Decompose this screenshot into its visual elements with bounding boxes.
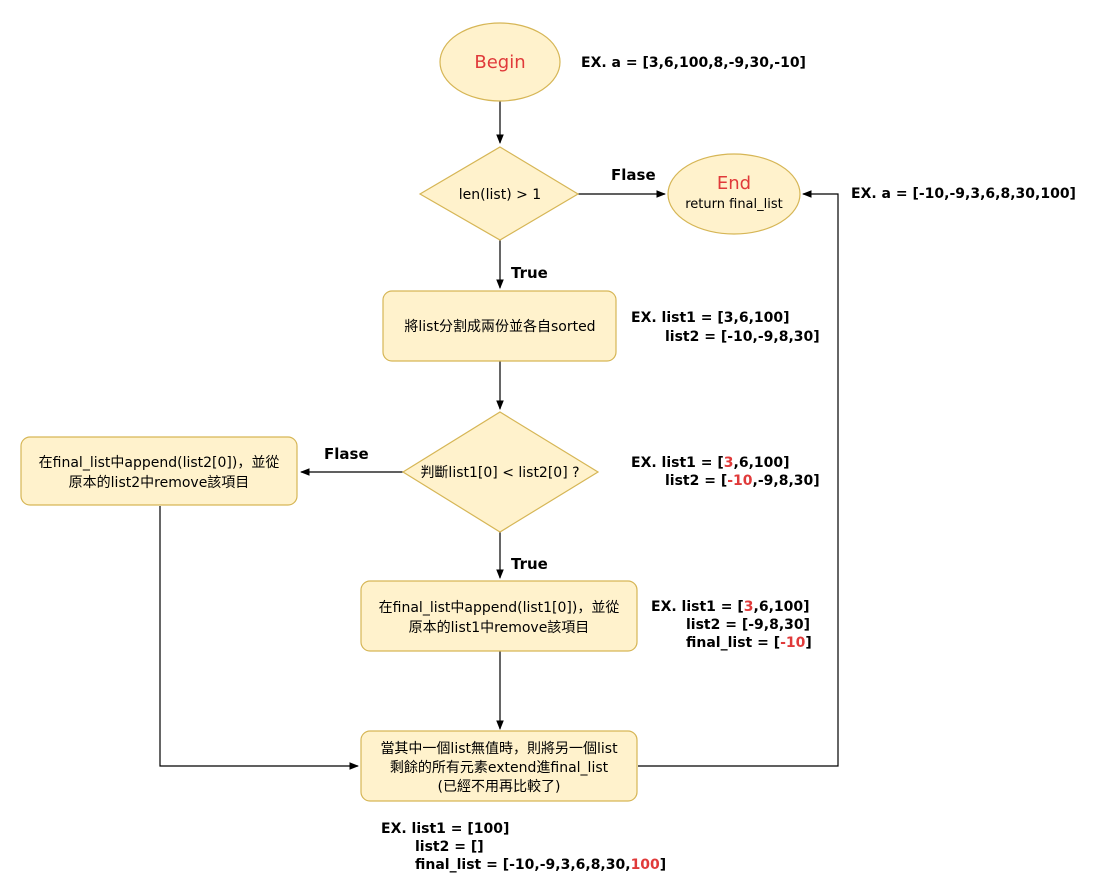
note-extend-line1: EX. list1 = [100] [381,821,509,837]
edges [159,101,839,770]
edge-label-flase-1: Flase [611,166,656,184]
compare-condition-label: 判斷list1[0] < list2[0] ? [420,465,579,481]
end-node: End return final_list [667,153,801,235]
end-shape [667,153,801,235]
len-condition-node: len(list) > 1 [418,146,580,241]
edge-append-list2-to-extend [159,506,359,770]
note-begin-example: EX. a = [3,6,100,8,-9,30,-10] [581,55,806,71]
append-list1-line1: 在final_list中append(list1[0])，並從 [379,600,620,616]
split-shape [382,290,617,362]
note-append-line1: EX. list1 = [3,6,100] [651,599,810,615]
len-condition-label: len(list) > 1 [459,187,541,203]
extend-node: 當其中一個list無值時，則將另一個list 剩餘的所有元素extend進fin… [360,730,638,802]
split-label: 將list分割成兩份並各自sorted [404,318,595,335]
append-list2-node: 在final_list中append(list2[0])，並從 原本的list2… [20,436,298,506]
append-list1-line2: 原本的list1中remove該項目 [409,620,590,636]
extend-line2: 剩餘的所有元素extend進final_list [390,759,609,776]
extend-line3: (已經不用再比較了) [438,779,561,795]
extend-shape [360,730,638,802]
begin-label: Begin [474,52,525,73]
append-list2-line1: 在final_list中append(list2[0])，並從 [39,455,280,471]
note-split-example: EX. list1 = [3,6,100] list2 = [-10,-9,8,… [631,310,820,345]
len-condition-shape [418,146,580,241]
compare-condition-node: 判斷list1[0] < list2[0] ? [401,411,600,533]
end-sublabel: return final_list [685,197,782,212]
edge-label-flase-2: Flase [324,445,369,463]
extend-line1: 當其中一個list無值時，則將另一個list [380,741,618,757]
note-extend-line3: final_list = [-10,-9,3,6,8,30,100] [415,857,666,873]
note-compare-line1: EX. list1 = [3,6,100] [631,455,790,471]
note-end-example: EX. a = [-10,-9,3,6,8,30,100] [851,186,1076,202]
note-append-example: EX. list1 = [3,6,100] list2 = [-9,8,30] … [651,599,812,651]
begin-node: Begin [439,22,561,102]
note-compare-example: EX. list1 = [3,6,100] list2 = [-10,-9,8,… [631,455,820,489]
note-split-line2: list2 = [-10,-9,8,30] [665,329,820,345]
begin-shape [439,22,561,102]
append-list1-node: 在final_list中append(list1[0])，並從 原本的list1… [360,580,638,652]
note-extend-example: EX. list1 = [100] list2 = [] final_list … [381,821,666,873]
note-split-line1: EX. list1 = [3,6,100] [631,310,790,326]
edge-label-true-2: True [511,555,548,573]
note-extend-line2: list2 = [] [415,839,484,855]
split-node: 將list分割成兩份並各自sorted [382,290,617,362]
edge-extend-to-end [638,190,839,767]
end-label: End [717,173,751,194]
note-compare-line2: list2 = [-10,-9,8,30] [665,473,820,489]
note-append-line2: list2 = [-9,8,30] [686,617,810,633]
note-append-line3: final_list = [-10] [686,635,812,651]
append-list2-shape [20,436,298,506]
append-list1-shape [360,580,638,652]
compare-condition-shape [401,411,600,533]
edge-label-true-1: True [511,264,548,282]
append-list2-line2: 原本的list2中remove該項目 [69,475,250,491]
